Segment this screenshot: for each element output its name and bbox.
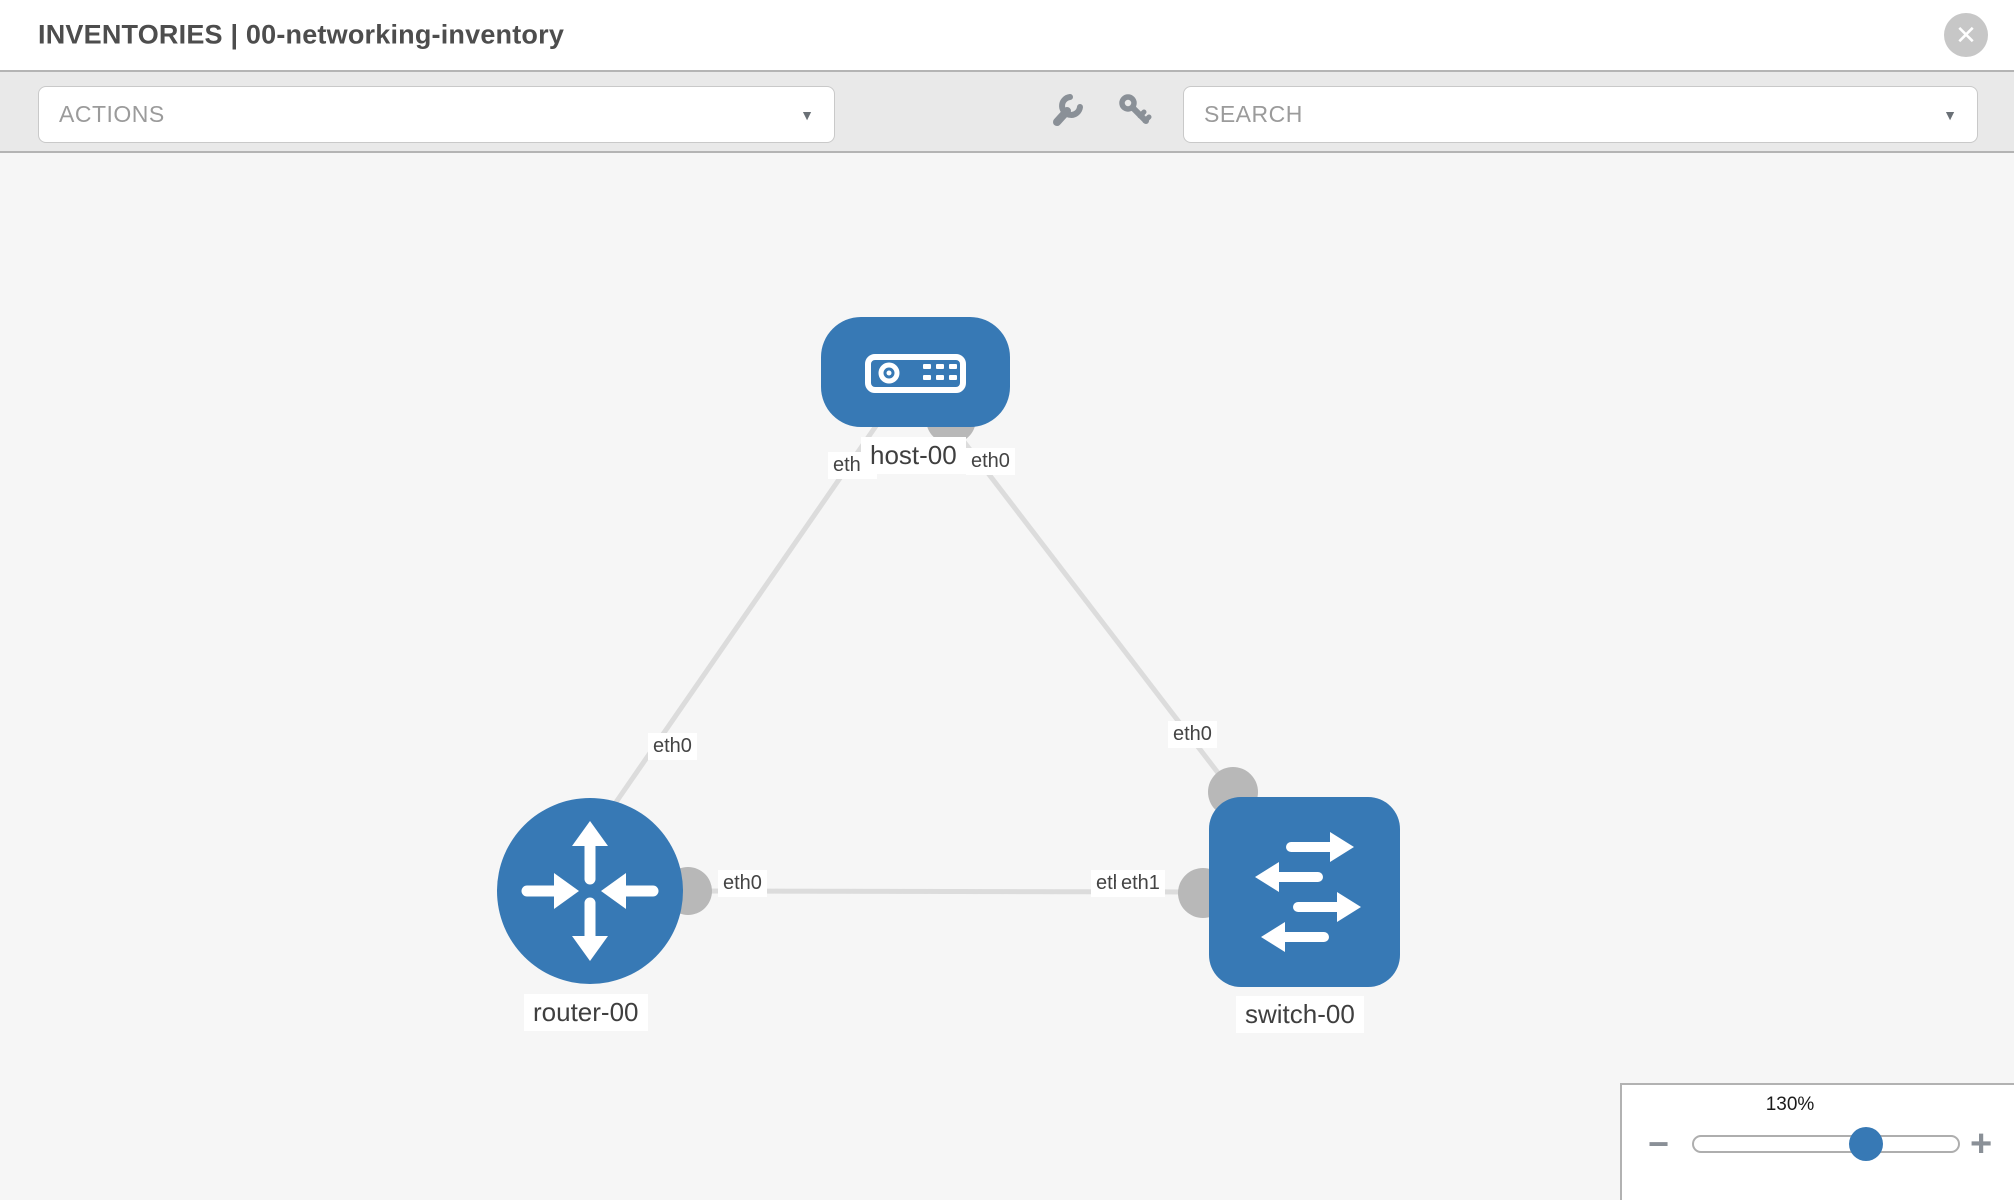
topology-canvas[interactable]: eth0 host-00 eth0 eth0 eth0 eth0 eth1 et…	[0, 153, 2014, 1200]
topology-links	[609, 419, 1237, 895]
node-label-host-00[interactable]: host-00	[861, 437, 966, 474]
node-label-router-00[interactable]: router-00	[524, 994, 648, 1031]
zoom-slider[interactable]	[1692, 1127, 1960, 1161]
key-icon[interactable]	[1113, 88, 1157, 132]
node-switch-00[interactable]	[1209, 797, 1400, 987]
chevron-down-icon: ▼	[800, 106, 814, 123]
if-label-switch-eth1: eth1	[1116, 870, 1165, 897]
zoom-in-button[interactable]: +	[1970, 1123, 1993, 1165]
zoom-panel: 130% − +	[1620, 1083, 2014, 1200]
node-host-00[interactable]	[821, 317, 1010, 427]
zoom-out-button[interactable]: −	[1648, 1123, 1670, 1164]
if-label-router-link-eth0: eth0	[648, 733, 697, 760]
router-icon	[521, 821, 659, 961]
search-dropdown[interactable]: SEARCH ▼	[1183, 86, 1978, 143]
node-label-switch-00[interactable]: switch-00	[1236, 996, 1364, 1033]
search-placeholder: SEARCH	[1204, 101, 1303, 127]
if-label-switch-link-eth0: eth0	[1168, 721, 1217, 748]
if-label-router-eth0: eth0	[718, 870, 767, 897]
page-title: INVENTORIES | 00-networking-inventory	[38, 19, 565, 50]
actions-dropdown[interactable]: ACTIONS ▼	[38, 86, 835, 143]
zoom-slider-handle[interactable]	[1849, 1127, 1883, 1161]
switch-icon	[1255, 832, 1361, 952]
wrench-icon[interactable]	[1045, 88, 1089, 132]
close-icon[interactable]: ✕	[1944, 13, 1988, 57]
zoom-level-value: 130%	[1765, 1094, 1815, 1115]
actions-dropdown-label: ACTIONS	[59, 101, 165, 127]
if-label-host-eth0-right: eth0	[966, 448, 1015, 475]
node-router-00[interactable]	[497, 798, 683, 984]
chevron-down-icon: ▼	[1943, 106, 1957, 123]
toolbar: ACTIONS ▼ SEARCH ▼	[0, 70, 2014, 153]
host-icon	[865, 354, 966, 393]
page-header: INVENTORIES | 00-networking-inventory ✕	[0, 0, 2014, 70]
